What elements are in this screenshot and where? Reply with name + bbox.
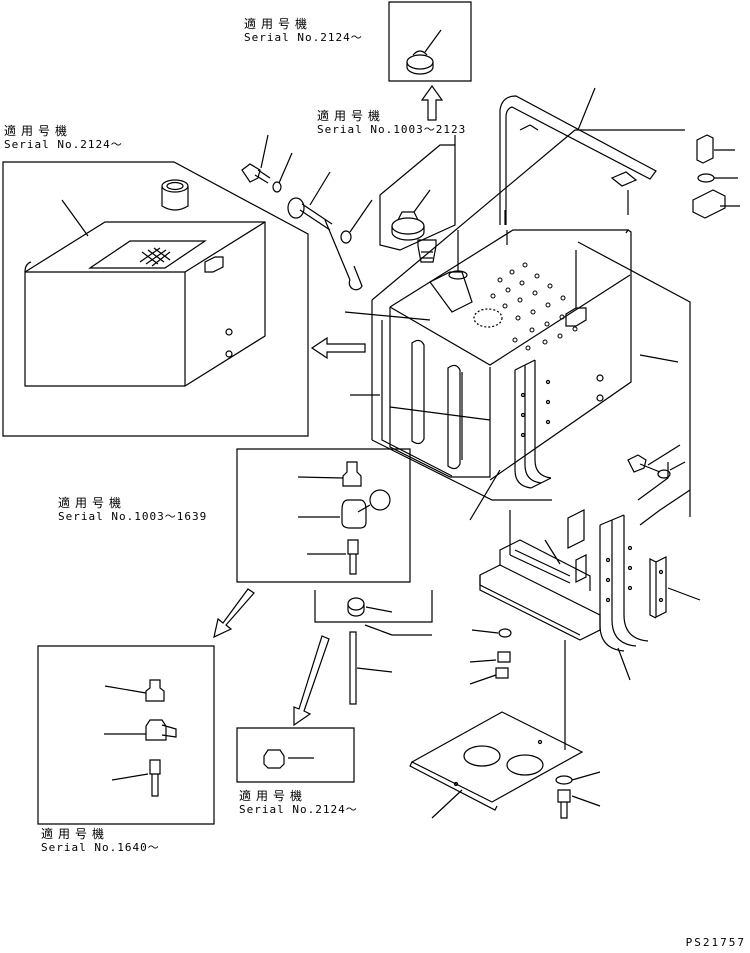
label-bottom-left-jp: 適用号機 (41, 827, 110, 841)
inset-cap-old (380, 135, 455, 262)
label-plug-jp: 適用号機 (239, 789, 308, 803)
bolt-and-washer (242, 135, 292, 192)
inset-drain-old (237, 449, 410, 582)
label-plug-serial: 適用号機 Serial No.2124〜 (239, 789, 358, 817)
label-bottom-left-serial: 適用号機 Serial No.1640〜 (41, 827, 160, 855)
label-cap-jp: 適用号機 (317, 109, 386, 123)
nuts-washers (470, 629, 511, 684)
inset-plug (315, 590, 432, 704)
inset-cap-new (389, 2, 471, 81)
inset-plug-new (237, 728, 354, 782)
label-drain-serial-no: Serial No.1003〜1639 (58, 510, 208, 523)
inset-tank-new (3, 162, 308, 436)
label-plug-serial-no: Serial No.2124〜 (239, 803, 358, 816)
label-drain-jp: 適用号機 (58, 496, 127, 510)
label-cap-serial: 適用号機 Serial No.1003〜2123 (317, 109, 467, 137)
label-top-jp: 適用号機 (244, 17, 313, 31)
label-left-jp: 適用号機 (4, 124, 73, 138)
bottom-bracket (480, 445, 700, 750)
top-band (500, 88, 740, 225)
main-tank (345, 130, 690, 520)
label-cap-serial-no: Serial No.1003〜2123 (317, 123, 467, 136)
label-top-serial: 適用号機 Serial No.2124〜 (244, 17, 363, 45)
drawing-code: PS21757 (685, 936, 746, 949)
label-drain-serial: 適用号機 Serial No.1003〜1639 (58, 496, 208, 524)
diag-arrow-mid (294, 636, 329, 725)
label-top-serial-no: Serial No.2124〜 (244, 31, 363, 44)
label-left-serial-no: Serial No.2124〜 (4, 138, 123, 151)
label-bottom-left-serial-no: Serial No.1640〜 (41, 841, 160, 854)
left-arrow (312, 338, 365, 358)
base-plate (410, 712, 600, 818)
top-holes (491, 263, 577, 350)
label-left-serial: 適用号機 Serial No.2124〜 (4, 124, 123, 152)
inset-drain-new (38, 646, 214, 824)
level-gauge (288, 172, 372, 290)
up-arrow (422, 86, 442, 120)
diag-arrow-left (214, 589, 254, 637)
